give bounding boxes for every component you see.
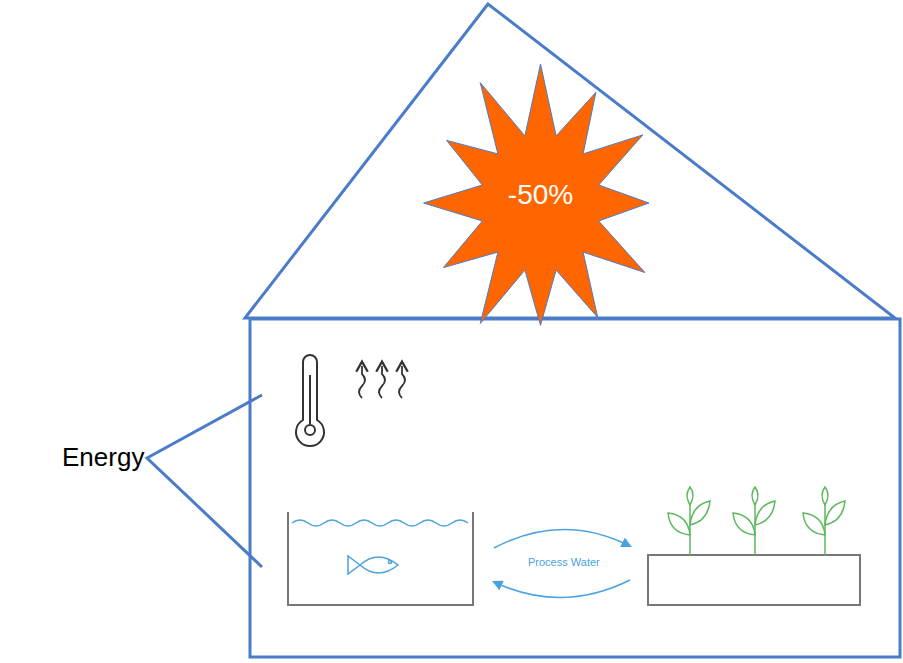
- fish-icon: [348, 556, 398, 574]
- percent-text: -50%: [418, 179, 663, 211]
- heat-waves: [359, 366, 405, 398]
- water-surface: [292, 520, 468, 526]
- energy-bracket: [147, 395, 262, 567]
- plants-icon: [668, 487, 845, 555]
- savings-starburst: -50%: [418, 62, 663, 344]
- flow-label: Process Water: [528, 556, 600, 568]
- plant-bed: [648, 555, 860, 605]
- fish-tank: [288, 512, 473, 605]
- flow-arrow: [494, 529, 630, 548]
- thermometer-icon: [296, 355, 324, 446]
- energy-label: Energy: [62, 442, 144, 473]
- house-body: [250, 319, 900, 657]
- flow-arrow: [494, 580, 630, 598]
